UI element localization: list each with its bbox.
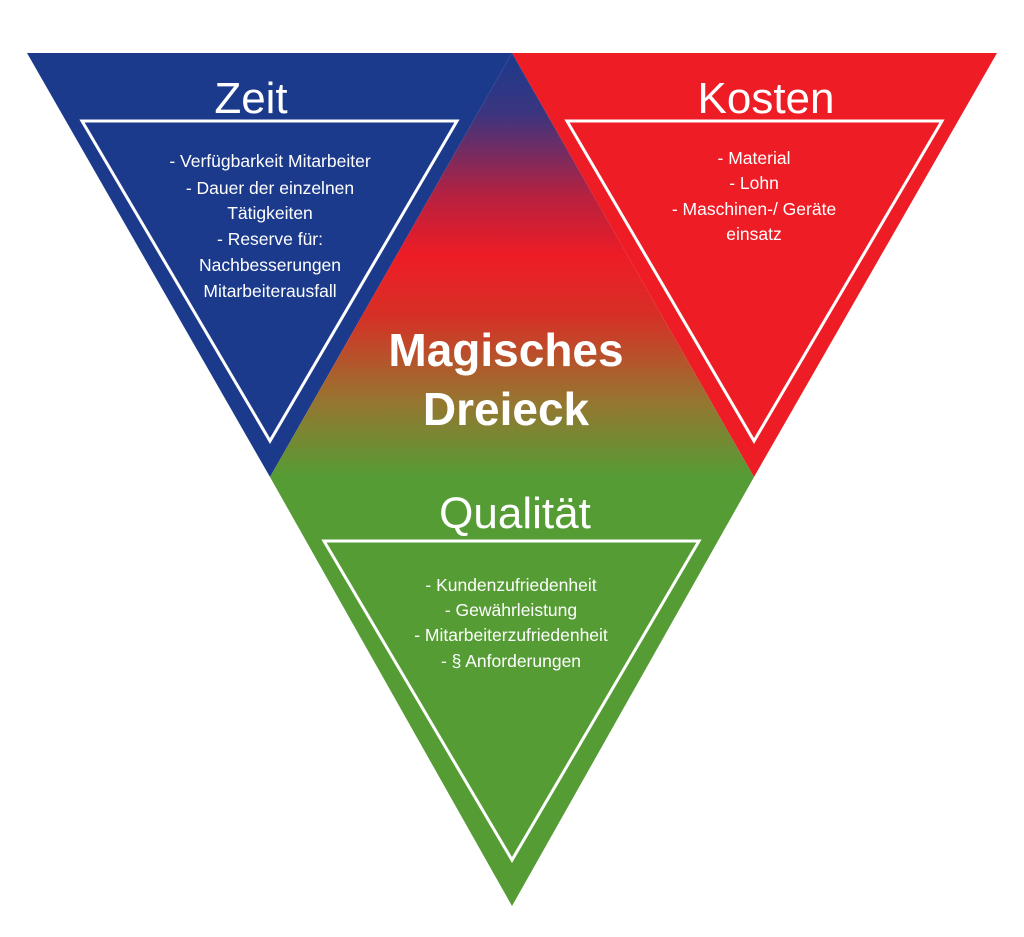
kosten-outline xyxy=(564,119,945,444)
kosten-triangle xyxy=(512,53,997,477)
qualitaet-title: Qualität xyxy=(439,489,591,538)
zeit-outline xyxy=(79,119,460,444)
kosten-items: - Material - Lohn - Maschinen-/ Geräte e… xyxy=(672,148,836,244)
zeit-item: - Dauer der einzelnen xyxy=(186,178,354,198)
kosten-item: - Lohn xyxy=(729,173,779,193)
zeit-triangle xyxy=(27,53,512,477)
zeit-title: Zeit xyxy=(214,74,287,123)
qualitaet-items: - Kundenzufriedenheit - Gewährleistung -… xyxy=(414,575,608,671)
kosten-item: - Maschinen-/ Geräte xyxy=(672,199,836,219)
zeit-item: Nachbesserungen xyxy=(199,255,341,275)
qualitaet-item: - Mitarbeiterzufriedenheit xyxy=(414,625,608,645)
kosten-title: Kosten xyxy=(698,74,835,123)
zeit-item: - Reserve für: xyxy=(217,229,323,249)
qualitaet-item: - § Anforderungen xyxy=(441,651,581,671)
center-label: Magisches Dreieck xyxy=(388,324,623,435)
qualitaet-item: - Kundenzufriedenheit xyxy=(425,575,596,595)
qualitaet-outline xyxy=(321,539,702,863)
zeit-item: Mitarbeiterausfall xyxy=(203,281,336,301)
qualitaet-triangle xyxy=(270,477,754,906)
kosten-item: - Material xyxy=(718,148,791,168)
zeit-items: - Verfügbarkeit Mitarbeiter - Dauer der … xyxy=(169,151,371,301)
zeit-item: - Verfügbarkeit Mitarbeiter xyxy=(169,151,371,171)
center-gradient-triangle xyxy=(270,53,754,477)
center-label-line: Dreieck xyxy=(423,383,590,435)
kosten-item: einsatz xyxy=(726,224,781,244)
center-label-line: Magisches xyxy=(388,324,623,376)
zeit-item: Tätigkeiten xyxy=(227,203,313,223)
qualitaet-item: - Gewährleistung xyxy=(445,600,577,620)
